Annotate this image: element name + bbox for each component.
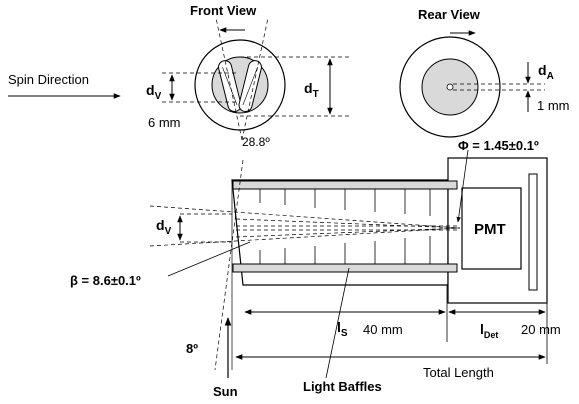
sun-label: Sun [213,384,238,399]
sun-tilt-line [214,159,244,371]
side-dv-label: dV [156,217,172,237]
rear-view: Rear View dA 1 mm [399,7,570,138]
rear-aperture [446,83,454,91]
spin-direction: Spin Direction [8,72,121,99]
front-dt-label: dT [304,80,319,100]
light-baffles [259,189,431,264]
ls-value: 40 mm [363,322,403,337]
front-view-title: Front View [190,3,257,18]
top-baffle-rail [232,180,458,190]
rear-da-label: dA [538,62,554,82]
pmt-box [461,187,522,270]
ldet-value: 20 mm [521,322,561,337]
spin-direction-label: Spin Direction [8,72,89,87]
beta-pointer [167,241,251,277]
total-length-label: Total Length [423,365,494,380]
light-baffles-label: Light Baffles [303,379,382,394]
beta-label: β = 8.6±0.1º [70,273,141,288]
field-of-view-lines [149,205,461,247]
front-angle-label: 28.8º [242,135,270,149]
ldet-label: lDet [480,321,498,340]
rear-one-mm: 1 mm [537,98,570,113]
side-view: PMT Φ = 1.45±0.1º dV [70,138,561,399]
bottom-baffle-rail [232,263,458,273]
rear-view-title: Rear View [418,7,481,22]
phi-arrow [456,149,469,223]
eight-deg-label: 8º [186,341,198,356]
detector-window [528,173,538,291]
front-six-mm: 6 mm [148,115,181,130]
phi-label: Φ = 1.45±0.1º [458,138,539,153]
pmt-label: PMT [474,221,506,238]
front-view: Front View dV 6 mm dT 28.8º [146,3,350,149]
light-baffles-pointer [325,267,350,379]
front-dv-label: dV [146,82,162,102]
front-slots [218,60,262,113]
ls-label: lS [337,319,348,339]
